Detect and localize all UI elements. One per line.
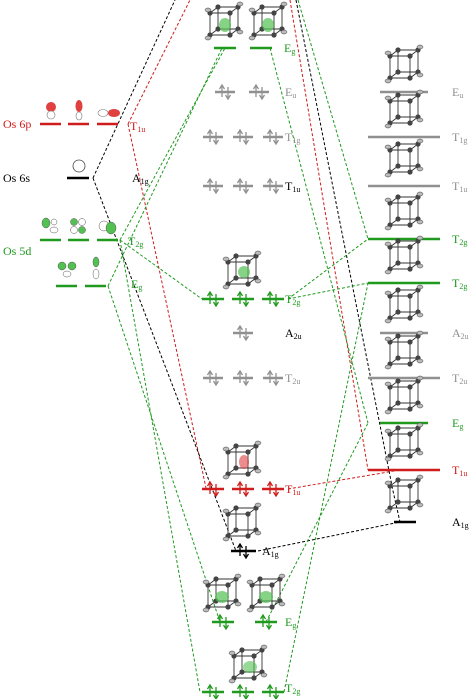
d-orbital-icon [41, 217, 117, 280]
a2u-label: A2u [285, 326, 302, 341]
right-t1u-label: T1u [452, 463, 467, 478]
right-t1g-label: T1g [452, 130, 467, 145]
os-5d-levels [40, 217, 118, 288]
t1u-nonbonding-label: T1u [285, 179, 300, 194]
a1g-left-label: A1g [132, 171, 149, 186]
right-t2u-label: T2u [452, 371, 467, 386]
right-labels: Eu T1g T1u T2g T2g A2u T2u Eg T1u A1g [452, 85, 469, 530]
t2g-middle-label: T2g [285, 292, 300, 307]
eg-antibonding-label: Eg [284, 41, 295, 56]
t1u-bonding-label: T1u [285, 482, 300, 497]
p-orbital-icon [46, 100, 120, 121]
os-6p-levels [40, 100, 120, 126]
right-eu-label: Eu [452, 85, 463, 100]
right-a1g-label: A1g [452, 515, 469, 530]
os-6s-level [67, 159, 89, 180]
right-a2u-label: A2u [452, 326, 469, 341]
middle-labels: Eg Eu T1g T1u T2g A2u T2u T1u A1g Eg T2g [262, 41, 302, 696]
os-6p-label: Os 6p [3, 117, 31, 131]
right-t2g-label-2: T2g [452, 276, 467, 291]
os-6s-label: Os 6s [3, 171, 30, 185]
right-t2g-label-1: T2g [452, 232, 467, 247]
right-eg-label: Eg [452, 416, 463, 431]
right-t1u-nonbonding-label: T1u [452, 179, 467, 194]
middle-levels [202, 1, 288, 699]
t2g-left-label: T2g [128, 234, 143, 249]
t2u-label: T2u [285, 371, 300, 386]
t1u-left-label: T1u [130, 119, 145, 134]
correlation-lines [92, 0, 401, 693]
t1g-label: T1g [285, 130, 300, 145]
eu-label: Eu [285, 85, 296, 100]
right-levels [368, 44, 440, 524]
s-orbital-icon [72, 159, 86, 173]
os-5d-label: Os 5d [3, 244, 31, 258]
eg-bonding-label: Eg [285, 615, 296, 630]
a1g-bonding-label: A1g [262, 544, 279, 559]
t2g-bonding-label: T2g [285, 681, 300, 696]
eg-left-label: Eg [131, 277, 142, 292]
